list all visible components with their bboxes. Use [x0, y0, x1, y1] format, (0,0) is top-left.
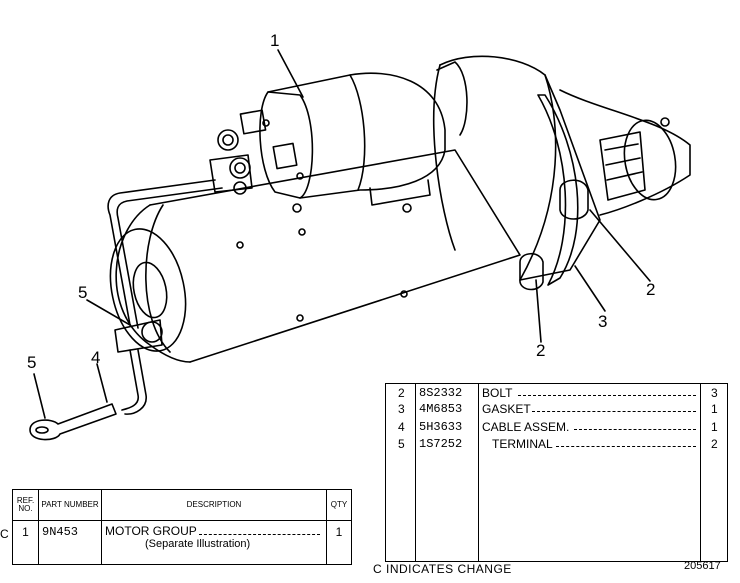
ref-cell: 4	[398, 420, 405, 434]
desc-cell: TERMINAL	[492, 437, 553, 451]
qty-cell: 1	[711, 420, 718, 434]
callout-5-upper: 5	[78, 283, 88, 302]
callout-5-lower: 5	[27, 353, 37, 372]
ref-cell: 2	[398, 386, 405, 400]
table-row: 2 8S2332 BOLT 3	[386, 386, 727, 401]
left-parts-table: REF. NO. PART NUMBER DESCRIPTION QTY 1 9…	[12, 489, 352, 565]
qty-cell: 2	[711, 437, 718, 451]
right-parts-table: 2 8S2332 BOLT 3 3 4M6853 GASKET 1 4 5H36…	[385, 383, 728, 562]
callout-3: 3	[598, 312, 608, 331]
part-cell: 4M6853	[419, 402, 463, 416]
header-ref-no: REF. NO.	[12, 489, 39, 521]
ref-cell: 5	[398, 437, 405, 451]
bolt-upper	[559, 179, 589, 220]
qty-cell: 1	[711, 402, 718, 416]
callout-2-upper: 2	[646, 280, 656, 299]
motor-end-cap	[109, 228, 187, 352]
callout-1: 1	[270, 31, 280, 50]
table-row: 5 1S7252 TERMINAL 2	[386, 437, 727, 452]
part-cell: 9N453	[38, 520, 102, 565]
desc-text: MOTOR GROUP	[105, 524, 197, 538]
ref-cell: 1	[12, 520, 39, 565]
desc-cell: MOTOR GROUP (Separate Illustration)	[101, 520, 327, 565]
cable	[107, 179, 223, 329]
header-part-number: PART NUMBER	[38, 489, 102, 521]
change-note: C INDICATES CHANGE	[373, 562, 512, 576]
desc-subtext: (Separate Illustration)	[145, 538, 251, 550]
table-row: 3 4M6853 GASKET 1	[386, 402, 727, 417]
callout-4: 4	[91, 348, 101, 367]
terminal-lug	[29, 403, 117, 441]
solenoid-body	[267, 72, 446, 199]
qty-cell: 3	[711, 386, 718, 400]
table-row: 1 9N453 MOTOR GROUP (Separate Illustrati…	[12, 520, 352, 565]
table-row: 4 5H3633 CABLE ASSEM. 1	[386, 420, 727, 435]
drive-housing	[439, 55, 601, 281]
desc-cell: BOLT	[482, 386, 513, 400]
change-mark: C	[0, 527, 9, 541]
illustration-code: 205617	[684, 560, 721, 572]
desc-cell: GASKET	[482, 402, 531, 416]
ref-cell: 3	[398, 402, 405, 416]
qty-cell: 1	[326, 520, 352, 565]
bolt-lower	[519, 252, 544, 291]
desc-cell: CABLE ASSEM.	[482, 420, 570, 434]
part-cell: 5H3633	[419, 420, 463, 434]
callout-2-lower: 2	[536, 341, 546, 360]
part-cell: 1S7252	[419, 437, 463, 451]
part-cell: 8S2332	[419, 386, 463, 400]
gasket	[537, 94, 579, 286]
header-qty: QTY	[326, 489, 352, 521]
header-description: DESCRIPTION	[101, 489, 327, 521]
